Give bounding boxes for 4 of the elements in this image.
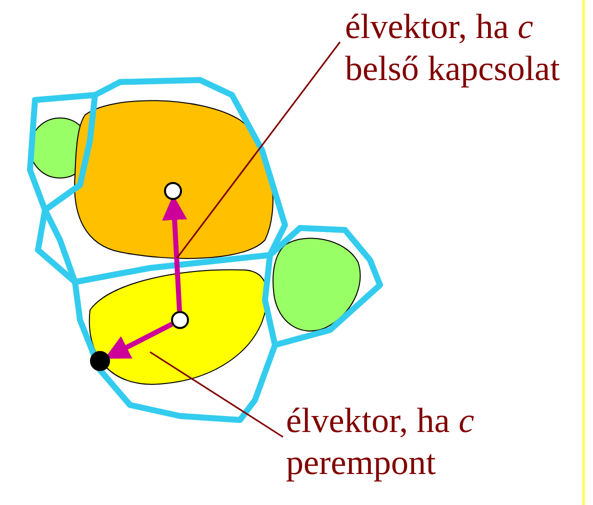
callout-text: élvektor, ha c perempont bbox=[286, 401, 474, 482]
leader-line bbox=[150, 351, 284, 438]
callout-text: élvektor, ha c belső kapcsolat bbox=[345, 7, 560, 88]
leader-line bbox=[176, 42, 341, 258]
